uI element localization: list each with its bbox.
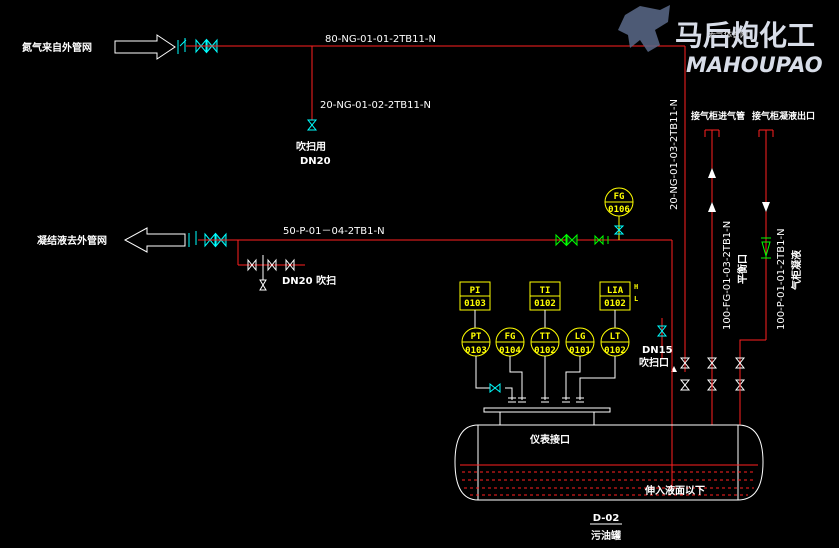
n2-in-label: 氮气来自外管网 xyxy=(22,41,92,54)
svg-text:FG: FG xyxy=(614,192,625,202)
horse-logo-icon xyxy=(618,5,670,52)
instrument-pi-0103: PI 0103 xyxy=(459,281,491,311)
flow-arrow-up-2 xyxy=(708,168,716,178)
svg-text:LG: LG xyxy=(575,332,586,342)
svg-text:0101: 0101 xyxy=(569,346,591,356)
gas-condensate-label: 气柜凝液 xyxy=(790,250,803,291)
svg-text:0102: 0102 xyxy=(534,346,556,356)
check-valve-3 xyxy=(761,237,771,259)
instrument-ti-0102: TI 0102 xyxy=(529,281,561,311)
purge-valves-2 xyxy=(247,255,295,291)
instrument-lg-0101: LG 0101 xyxy=(565,327,595,357)
tank-tag: D-02 xyxy=(593,513,620,524)
svg-text:TI: TI xyxy=(540,286,551,296)
flow-arrow-down-3 xyxy=(762,202,770,212)
logo-cn: 马后炮化工 xyxy=(675,19,815,52)
dn20-label-1: DN20 xyxy=(300,156,331,167)
dn15-label: DN15 xyxy=(642,345,673,356)
oil-inline-valves xyxy=(555,233,609,247)
purge-valve-1 xyxy=(306,119,318,131)
tank-d-02 xyxy=(454,424,764,501)
instrument-fg-0106: FG 0106 xyxy=(604,187,634,240)
svg-text:0102: 0102 xyxy=(604,346,626,356)
svg-text:0103: 0103 xyxy=(464,299,486,309)
svg-text:L: L xyxy=(634,295,638,303)
oil-outlet-arrow xyxy=(123,227,186,253)
tank-nozzle-valves xyxy=(671,357,746,391)
dn20-purge-label: DN20 吹扫 xyxy=(282,274,336,287)
svg-text:LIA: LIA xyxy=(607,286,624,296)
purge-port-label: 吹扫口 xyxy=(639,356,669,369)
to-torch-label: 去气体管网 xyxy=(708,29,748,39)
logo: 马后炮化工 MAHOUPAO xyxy=(618,5,823,77)
pt-root-valve xyxy=(489,382,501,394)
below-liquid-label: 伸入液面以下 xyxy=(644,484,705,497)
svg-text:0106: 0106 xyxy=(608,205,630,215)
gas-drain-label: 接气柜凝液出口 xyxy=(752,110,815,122)
svg-text:0104: 0104 xyxy=(499,346,521,356)
gas-in-label: 接气柜进气管 xyxy=(691,110,745,122)
logo-en: MAHOUPAO xyxy=(686,53,823,77)
svg-text:PT: PT xyxy=(471,332,482,342)
svg-text:0102: 0102 xyxy=(534,299,556,309)
purge-label-1: 吹扫用 xyxy=(296,140,326,153)
n2-main-line-no: 80-NG-01-01-2TB11-N xyxy=(325,34,436,45)
instrument-nozzle-plate xyxy=(483,407,611,413)
svg-text:0103: 0103 xyxy=(465,346,487,356)
instrument-fg-0104: FG 0104 xyxy=(495,327,525,357)
flow-arrow-up-2b xyxy=(708,202,716,212)
svg-text:TT: TT xyxy=(540,332,551,342)
vertical-line-no-3: 100-P-01-01-2TB1-N xyxy=(776,228,787,330)
n2-branch-line-no: 20-NG-01-02-2TB11-N xyxy=(320,100,431,111)
n2-inlet-arrow xyxy=(114,34,176,60)
instrument-tubing xyxy=(475,356,616,400)
svg-text:FG: FG xyxy=(505,332,516,342)
svg-text:0102: 0102 xyxy=(604,299,626,309)
instrument-port-label: 仪表接口 xyxy=(529,433,570,446)
condensate-out-label: 凝结液去外管网 xyxy=(37,234,107,247)
svg-text:LT: LT xyxy=(610,332,621,342)
vertical-line-no-1: 20-NG-01-03-2TB11-N xyxy=(669,99,680,210)
instrument-lia-0102: LIA 0102 H L xyxy=(599,281,638,311)
tank-name: 污油罐 xyxy=(591,529,621,542)
svg-text:H: H xyxy=(634,283,638,291)
oil-outlet-line-no: 50-P-01－04-2TB1-N xyxy=(283,226,385,237)
vertical-line-no-2: 100-FG-01-03-2TB1-N xyxy=(722,221,733,330)
svg-text:PI: PI xyxy=(470,286,481,296)
instrument-lt-0102: LT 0102 xyxy=(600,327,630,357)
instrument-pt-0103: PT 0103 xyxy=(461,327,491,357)
instrument-tt-0102: TT 0102 xyxy=(530,327,560,357)
balance-port-label: 平衡口 xyxy=(736,254,749,284)
dn15-purge-valve xyxy=(656,325,668,337)
nozzle-flanges xyxy=(508,397,584,403)
oil-outlet-valves xyxy=(188,231,227,248)
